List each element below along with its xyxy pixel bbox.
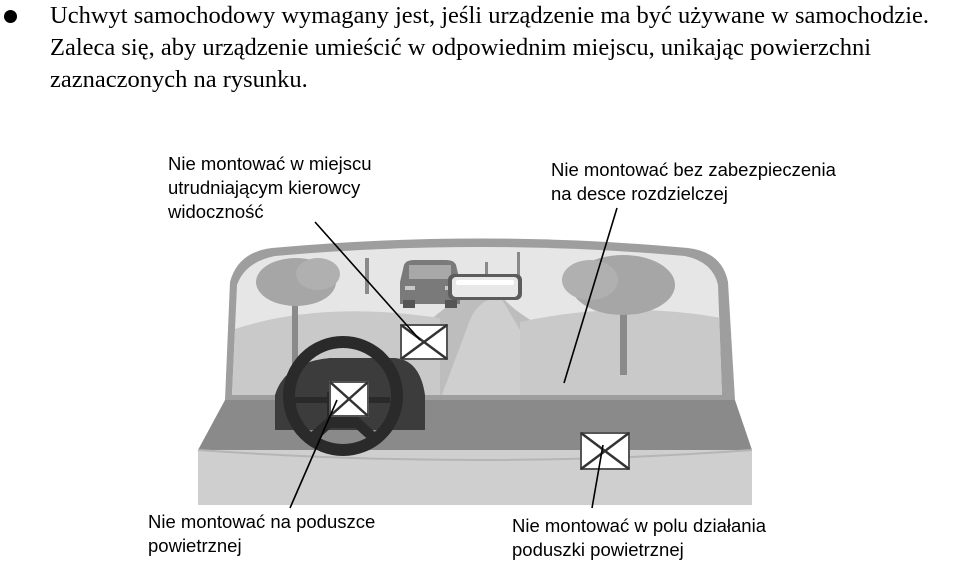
rearview-mirror xyxy=(448,274,522,300)
caption-dashboard: Nie montować bez zabezpieczenia na desce… xyxy=(551,159,836,204)
no-mount-airbag-mark xyxy=(329,381,369,417)
instruction-text: Uchwyt samochodowy wymagany jest, jeśli … xyxy=(50,2,929,93)
caption-visibility: Nie montować w miejscu utrudniającym kie… xyxy=(168,153,372,222)
leader-dashboard xyxy=(563,207,618,384)
caption-airbag: Nie montować na poduszce powietrznej xyxy=(148,511,376,556)
leader-airbag-zone xyxy=(591,444,604,509)
no-mount-airbag-zone-mark xyxy=(580,432,630,470)
bullet-point xyxy=(4,10,17,23)
tree-right xyxy=(562,255,675,375)
car-ahead xyxy=(400,260,460,308)
leader-visibility xyxy=(314,221,421,341)
leader-airbag xyxy=(289,399,338,509)
tree-left xyxy=(256,258,340,365)
caption-airbag-zone: Nie montować w polu działania poduszki p… xyxy=(512,515,766,560)
no-mount-visibility-mark xyxy=(400,323,448,361)
